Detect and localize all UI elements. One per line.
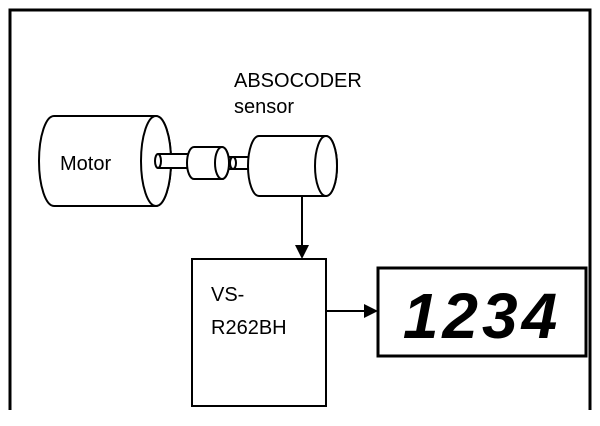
motor-label: Motor xyxy=(60,153,111,175)
controller-label-line1: VS- xyxy=(211,284,244,306)
absocoder-sensor xyxy=(247,135,338,197)
sensor-label-line1: ABSOCODER xyxy=(234,70,362,92)
digital-display: 1234 xyxy=(376,266,588,358)
sensor-to-controller-arrow xyxy=(295,196,309,259)
sensor-label-line2: sensor xyxy=(234,96,294,118)
motor-shaft xyxy=(154,153,194,169)
controller-to-display-arrow xyxy=(326,304,378,318)
display-readout: 1234 xyxy=(403,280,561,352)
controller-box: VS- R262BH xyxy=(191,258,327,407)
motor: Motor xyxy=(38,115,172,207)
controller-label-line2: R262BH xyxy=(211,317,287,339)
coupling xyxy=(186,146,230,180)
diagram-frame xyxy=(8,8,592,410)
